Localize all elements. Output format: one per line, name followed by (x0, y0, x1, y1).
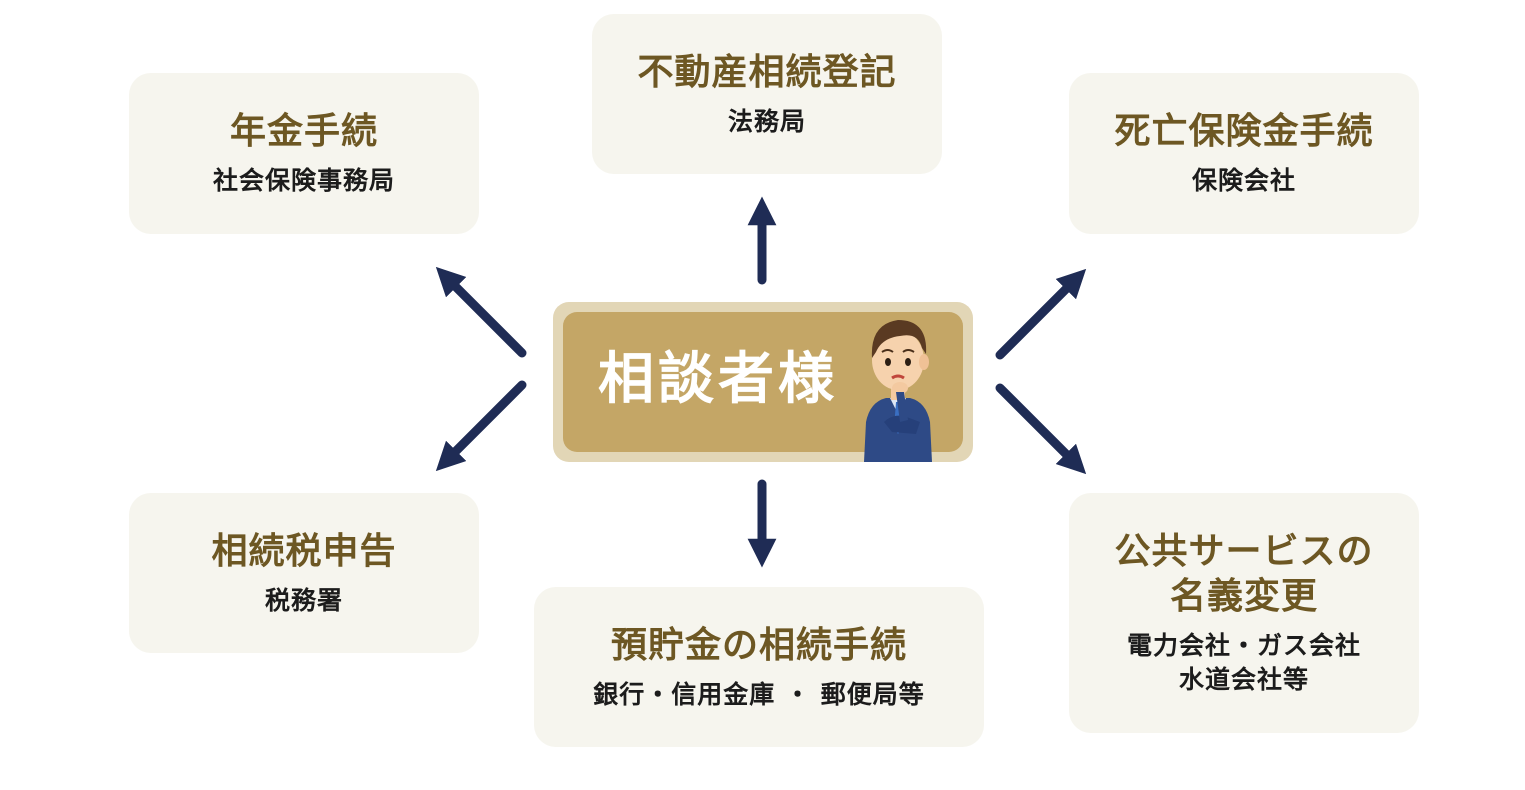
card-utilities: 公共サービスの 名義変更 電力会社・ガス会社 水道会社等 (1069, 493, 1419, 733)
card-insurance: 死亡保険金手続 保険会社 (1069, 73, 1419, 234)
card-insurance-sub: 保険会社 (1191, 166, 1296, 196)
arrow-to-insurance (995, 268, 1087, 360)
card-realestate-sub: 法務局 (727, 106, 806, 136)
card-utilities-sub: 電力会社・ガス会社 水道会社等 (1126, 631, 1361, 694)
card-deposit: 預貯金の相続手続 銀行・信用金庫 ・ 郵便局等 (534, 587, 984, 747)
card-tax-title: 相続税申告 (211, 530, 397, 572)
card-insurance-title: 死亡保険金手続 (1114, 111, 1374, 153)
card-realestate: 不動産相続登記 法務局 (592, 14, 942, 174)
arrow-to-pension (435, 266, 527, 358)
center-label: 相談者様 (598, 347, 838, 412)
card-utilities-title: 公共サービスの 名義変更 (1114, 531, 1374, 618)
arrow-to-tax (435, 380, 527, 472)
card-tax: 相続税申告 税務署 (129, 493, 479, 653)
card-tax-sub: 税務署 (264, 585, 343, 615)
card-pension: 年金手続 社会保険事務局 (129, 73, 479, 234)
arrow-to-utilities (995, 383, 1087, 475)
thinking-businessman-icon (864, 320, 932, 462)
card-deposit-title: 預貯金の相続手続 (610, 624, 907, 666)
card-deposit-sub: 銀行・信用金庫 ・ 郵便局等 (593, 679, 925, 709)
card-pension-title: 年金手続 (229, 111, 378, 153)
card-realestate-title: 不動産相続登記 (637, 51, 897, 93)
card-pension-sub: 社会保険事務局 (212, 166, 395, 196)
